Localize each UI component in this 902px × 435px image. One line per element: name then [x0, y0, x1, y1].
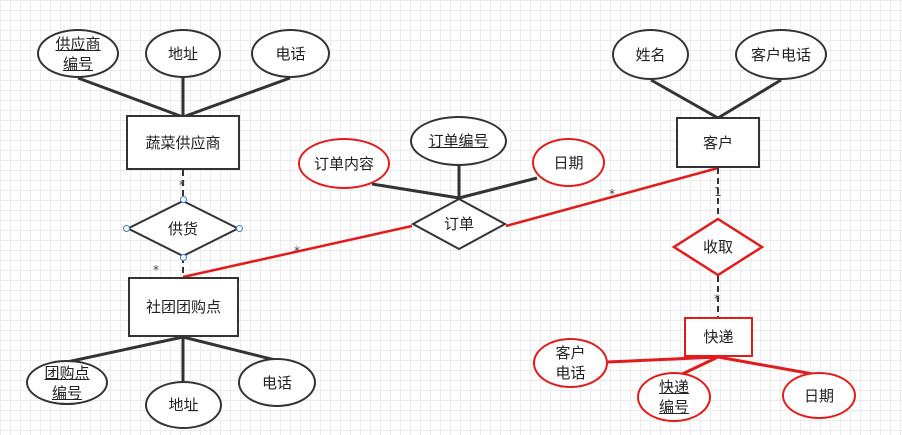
cardinality-supply-supplier: *	[179, 178, 185, 192]
edge-express-date	[717, 355, 814, 376]
relation-supply-label: 供货	[167, 219, 198, 238]
attr-express-date[interactable]: 日期	[782, 372, 856, 419]
edge-point-phone	[182, 335, 276, 362]
attr-point-address-label: 地址	[168, 396, 199, 414]
entity-group-point[interactable]: 社团团购点	[128, 277, 239, 337]
edge-customer-phone	[717, 78, 782, 120]
edge-order-content	[371, 182, 460, 200]
relation-receive[interactable]: 收取	[671, 217, 765, 277]
entity-group-point-label: 社团团购点	[145, 298, 221, 316]
relation-order[interactable]: 订单	[410, 197, 508, 251]
entity-express[interactable]: 快递	[684, 317, 753, 357]
entity-express-label: 快递	[703, 328, 734, 346]
attr-customer-phone[interactable]: 客户电话	[735, 29, 827, 80]
attr-point-phone-label: 电话	[261, 373, 292, 392]
entity-customer-label: 客户	[702, 133, 733, 152]
attr-supplier-phone-label: 电话	[275, 44, 306, 63]
cardinality-order-customer: *	[609, 187, 615, 201]
selection-handle-right[interactable]	[236, 225, 243, 232]
entity-customer[interactable]: 客户	[676, 117, 760, 168]
edge-order-date	[458, 176, 538, 200]
attr-order-id[interactable]: 订单编号	[410, 116, 507, 166]
relation-supply[interactable]: 供货	[125, 199, 241, 258]
attr-express-customer-phone[interactable]: 客户 电话	[533, 338, 608, 388]
attr-express-id-label: 快递 编号	[658, 378, 689, 416]
attr-supplier-address-label: 地址	[167, 44, 198, 63]
edge-express-customer-phone	[607, 355, 719, 364]
attr-customer-name-label: 姓名	[635, 45, 666, 64]
attr-order-date[interactable]: 日期	[532, 138, 605, 187]
cardinality-order-point: *	[294, 244, 300, 258]
attr-order-date-label: 日期	[553, 153, 584, 172]
edge-customer-name	[650, 78, 719, 120]
attr-express-date-label: 日期	[803, 386, 834, 405]
relation-order-diamond	[410, 197, 508, 251]
cardinality-receive-customer: 1	[714, 185, 722, 199]
cardinality-supply-point: *	[153, 263, 159, 277]
attr-supplier-id[interactable]: 供应商 编号	[37, 29, 119, 78]
attr-order-content-label: 订单内容	[313, 154, 374, 173]
attr-supplier-phone[interactable]: 电话	[251, 29, 330, 78]
attr-point-phone[interactable]: 电话	[238, 358, 316, 407]
attr-express-id[interactable]: 快递 编号	[637, 372, 711, 422]
edge-point-id	[66, 335, 184, 364]
attr-customer-name[interactable]: 姓名	[612, 29, 689, 80]
edge-supplier-id	[77, 76, 184, 119]
attr-order-content[interactable]: 订单内容	[298, 138, 390, 189]
entity-supplier-label: 蔬菜供应商	[145, 133, 221, 152]
relation-receive-diamond	[671, 217, 765, 277]
attr-express-customer-phone-label: 客户 电话	[555, 344, 586, 382]
edge-supplier-phone	[182, 76, 291, 119]
attr-customer-phone-label: 客户电话	[750, 45, 811, 64]
entity-supplier[interactable]: 蔬菜供应商	[126, 115, 240, 170]
attr-point-id[interactable]: 团购点 编号	[26, 360, 108, 405]
selection-handle-left[interactable]	[123, 225, 130, 232]
selection-handle-bottom[interactable]	[180, 254, 187, 261]
relation-order-label: 订单	[443, 215, 474, 233]
attr-point-id-label: 团购点 编号	[44, 363, 90, 402]
attr-supplier-id-label: 供应商 编号	[55, 34, 101, 73]
cardinality-receive-express: *	[714, 292, 720, 306]
selection-handle-top[interactable]	[180, 196, 187, 203]
relation-receive-label: 收取	[702, 238, 733, 256]
edge-point-order	[182, 224, 413, 279]
edge-order-customer	[505, 166, 719, 228]
attr-order-id-label: 订单编号	[428, 132, 489, 150]
attr-supplier-address[interactable]: 地址	[145, 29, 221, 78]
attr-point-address[interactable]: 地址	[145, 381, 222, 429]
